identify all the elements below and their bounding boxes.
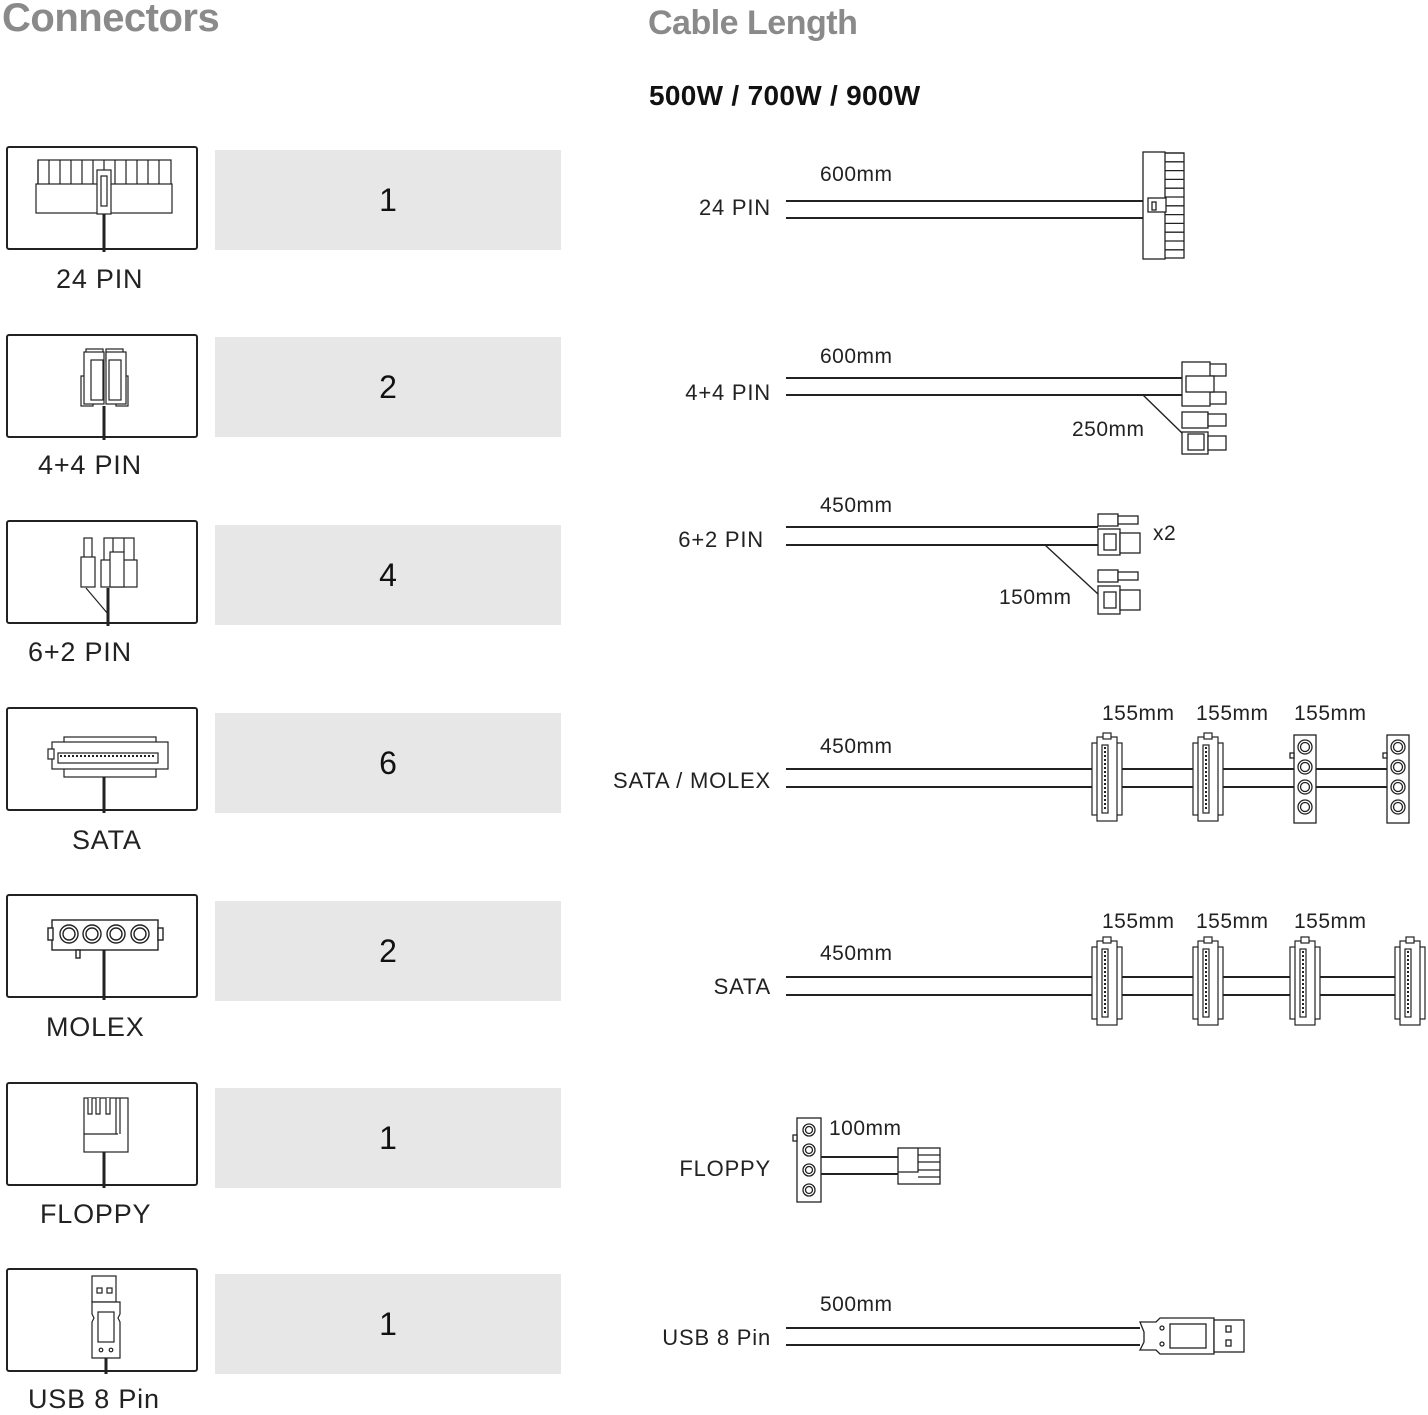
plug-4plus4-branch [1181, 411, 1227, 455]
molex-connector-icon [47, 919, 164, 1000]
connector-label: 4+4 PIN [38, 450, 142, 480]
connector-count: 1 [215, 1088, 561, 1188]
sata-connector-icon [47, 736, 169, 813]
cable-usb-wires [786, 1327, 1140, 1346]
eps-4plus4-connector-icon [80, 348, 129, 440]
cable-main-length: 450mm [820, 942, 893, 965]
cable-name: 4+4 PIN [685, 380, 771, 405]
plug-4plus4-main [1181, 361, 1227, 407]
cable-main-length: 600mm [820, 163, 893, 186]
connector-label: FLOPPY [40, 1199, 152, 1229]
cable-segment-length: 155mm [1102, 702, 1175, 725]
connector-count: 1 [215, 1274, 561, 1374]
connector-label: SATA [72, 825, 142, 855]
connector-card-4plus4pin [6, 334, 198, 440]
connector-label: MOLEX [46, 1012, 145, 1042]
cable-name: SATA [713, 974, 771, 999]
cable-length-heading: Cable Length [648, 4, 858, 42]
cable-segment-length: 155mm [1294, 702, 1367, 725]
cable-main-length: 500mm [820, 1293, 893, 1316]
plug-sata [1091, 936, 1123, 1026]
plug-24pin [1142, 151, 1185, 260]
plug-molex [1382, 734, 1410, 824]
pcie-6plus2-connector-icon [80, 537, 138, 626]
cable-6plus2-wires [786, 526, 1099, 595]
cable-segment-length: 155mm [1102, 910, 1175, 933]
cable-main-length: 100mm [829, 1117, 902, 1140]
connector-count: 1 [215, 150, 561, 250]
connector-count: 6 [215, 713, 561, 813]
plug-sata [1394, 936, 1426, 1026]
plug-sata [1192, 936, 1224, 1026]
plug-floppy-molex [792, 1117, 822, 1203]
cable-name: 6+2 PIN [678, 527, 764, 552]
floppy-connector-icon [83, 1097, 129, 1188]
cable-name: USB 8 Pin [662, 1325, 771, 1350]
connector-card-molex [6, 894, 198, 1000]
usb-connector-icon [91, 1275, 121, 1374]
plug-sata [1192, 732, 1224, 822]
cable-floppy-wires [820, 1156, 898, 1175]
connector-label: 6+2 PIN [28, 637, 132, 667]
plug-floppy-mini [897, 1147, 941, 1185]
connector-count: 2 [215, 337, 561, 437]
cable-multiplier: x2 [1153, 522, 1177, 545]
plug-6plus2-branch [1097, 569, 1141, 615]
cable-segment-length: 155mm [1196, 702, 1269, 725]
cable-segment-length: 155mm [1196, 910, 1269, 933]
cable-branch-length: 250mm [1072, 418, 1145, 441]
connector-card-usb [6, 1268, 198, 1374]
connector-card-6plus2pin [6, 520, 198, 626]
connectors-heading: Connectors [2, 0, 220, 40]
cable-name: 24 PIN [698, 195, 771, 220]
cable-name: FLOPPY [679, 1156, 771, 1181]
wattage-models-subtitle: 500W / 700W / 900W [649, 80, 921, 111]
connector-card-sata [6, 707, 198, 813]
plug-usb [1138, 1317, 1245, 1355]
cable-name: SATA / MOLEX [613, 768, 771, 793]
cable-4plus4-wires [786, 377, 1183, 434]
cable-segment-length: 155mm [1294, 910, 1367, 933]
connector-count: 2 [215, 901, 561, 1001]
cable-main-length: 450mm [820, 494, 893, 517]
plug-sata [1289, 936, 1321, 1026]
cable-branch-length: 150mm [999, 586, 1072, 609]
cable-main-length: 450mm [820, 735, 893, 758]
cable-main-length: 600mm [820, 345, 893, 368]
connector-label: USB 8 Pin [28, 1384, 160, 1414]
cable-24pin-wires [786, 200, 1143, 219]
connector-count: 4 [215, 525, 561, 625]
plug-sata [1091, 732, 1123, 822]
connector-card-24pin [6, 146, 198, 252]
plug-molex [1289, 734, 1317, 824]
connector-card-floppy [6, 1082, 198, 1188]
connector-label: 24 PIN [56, 264, 144, 294]
plug-6plus2-main [1097, 513, 1141, 556]
atx-24pin-connector-icon [35, 159, 173, 252]
